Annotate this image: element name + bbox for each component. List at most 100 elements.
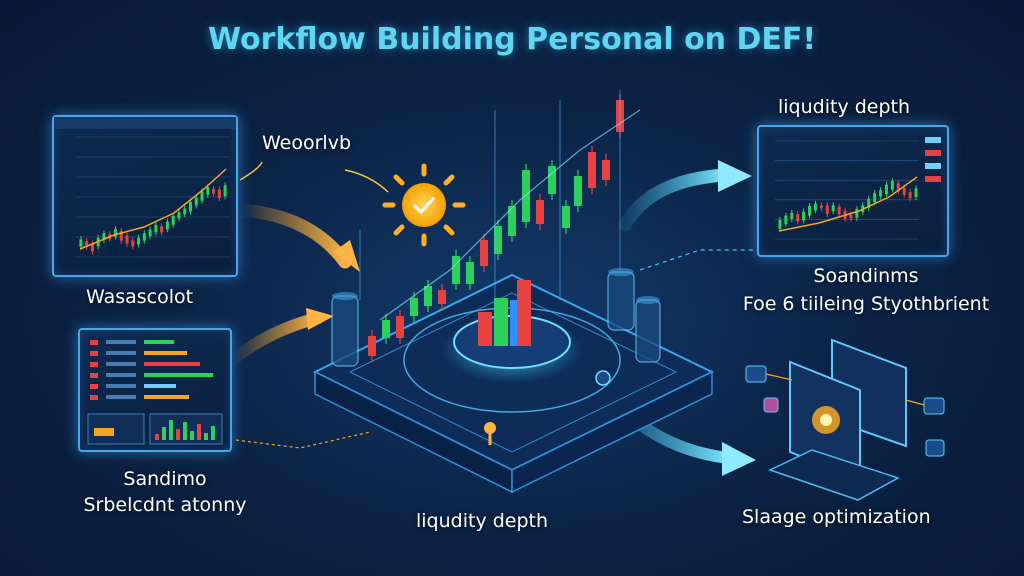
right-mid-caption-line1: Soandinms <box>813 265 919 287</box>
flow-arrow-icon <box>618 168 732 232</box>
candle <box>102 233 106 241</box>
legend-chip <box>925 163 941 169</box>
candle <box>914 188 918 198</box>
candle <box>90 243 94 252</box>
right-chart-svg <box>775 137 941 240</box>
candle <box>802 211 806 221</box>
dash-dot <box>90 373 98 378</box>
candle <box>602 160 610 180</box>
callout-line <box>235 431 371 449</box>
candle <box>855 208 859 218</box>
dash-dot <box>90 351 98 356</box>
mini-bar <box>169 420 173 440</box>
candle <box>368 336 376 356</box>
dash-row <box>106 340 136 344</box>
dashboard-panel-left <box>78 328 232 452</box>
candle <box>522 170 530 222</box>
dash-row <box>106 395 136 399</box>
candle <box>796 214 800 222</box>
candle <box>831 205 835 212</box>
candle <box>548 166 556 194</box>
candle <box>778 219 782 229</box>
candle <box>160 226 164 233</box>
candle <box>206 187 210 195</box>
dash-row <box>106 362 136 366</box>
candle <box>790 212 794 220</box>
candle <box>131 240 135 247</box>
dash-dot <box>90 340 98 345</box>
center-bottom-label: liqudity depth <box>416 510 549 532</box>
bottom-left-caption-line1: Sandimo <box>123 468 207 490</box>
candle <box>849 214 853 219</box>
flow-arrow-head <box>333 240 360 272</box>
dashboard-svg <box>87 340 223 445</box>
sun-badge-icon <box>382 163 466 247</box>
center-candlestick-chart <box>368 94 641 362</box>
candle <box>396 316 404 338</box>
candle <box>884 184 888 195</box>
hub-bar-chart <box>478 280 531 346</box>
candle <box>424 286 432 306</box>
price-chart-panel-left <box>52 115 238 277</box>
dash-dot <box>90 395 98 400</box>
trend-line <box>379 109 641 321</box>
candle <box>171 215 175 225</box>
callout-line <box>239 161 263 181</box>
candle <box>194 197 198 206</box>
candle <box>438 290 446 304</box>
candle <box>154 224 158 233</box>
mini-bar <box>197 424 201 440</box>
legend-chip <box>925 137 941 143</box>
dash-bar <box>144 384 176 388</box>
candle <box>382 320 390 338</box>
candle <box>867 198 871 208</box>
candle <box>466 262 474 284</box>
monitor-stack <box>745 338 945 501</box>
page-title: Workflow Building Personal on DEF! <box>207 22 817 57</box>
bottom-left-caption: Sandimo Srbelcdnt atonny <box>40 466 290 518</box>
candle <box>890 180 894 190</box>
left-panel-label: Wasascolot <box>86 286 194 308</box>
price-chart-panel-right <box>757 125 949 257</box>
legend-chip <box>925 176 941 182</box>
flow-arrow-head <box>722 442 756 476</box>
candle <box>142 233 146 241</box>
candle <box>85 241 89 247</box>
candle <box>588 152 596 188</box>
legend-chip <box>925 150 941 156</box>
candle <box>200 191 204 201</box>
glass-cylinders <box>331 268 661 367</box>
flow-arrow-head <box>718 160 752 192</box>
flow-arrow-head <box>306 308 334 330</box>
candle <box>494 226 502 254</box>
candle <box>825 205 829 215</box>
dash-row <box>106 373 136 377</box>
candle <box>574 176 582 206</box>
candle <box>119 230 123 241</box>
dash-row <box>106 384 136 388</box>
bottom-left-caption-line2: Srbelcdnt atonny <box>83 494 247 516</box>
candle <box>189 202 192 212</box>
candle <box>212 188 216 194</box>
flow-arrow-icon <box>233 203 352 269</box>
dash-bar <box>144 395 189 399</box>
candle <box>562 206 570 228</box>
trend-line <box>79 168 227 250</box>
candle <box>813 203 817 211</box>
candle <box>508 206 516 236</box>
candle <box>177 212 181 219</box>
candle <box>79 239 83 247</box>
dash-bar <box>144 373 213 377</box>
candle <box>480 240 488 266</box>
candle <box>148 229 152 237</box>
dash-dot <box>90 362 98 367</box>
candle <box>902 187 906 195</box>
dash-bar <box>144 340 174 344</box>
top-right-label: liqudity depth <box>778 96 911 118</box>
dash-bar <box>144 362 200 366</box>
candle <box>410 298 418 316</box>
candle <box>873 193 877 203</box>
candle <box>217 189 221 199</box>
bottom-right-label: Slaage optimization <box>742 506 931 528</box>
